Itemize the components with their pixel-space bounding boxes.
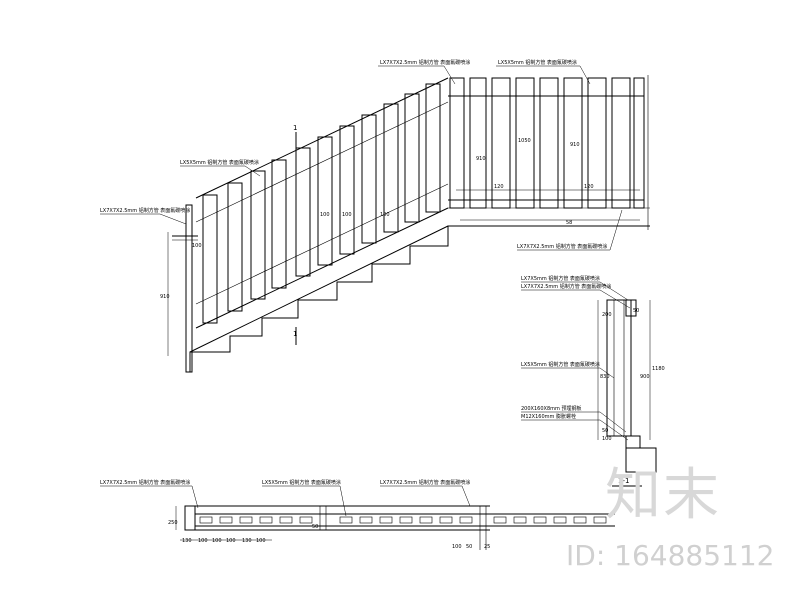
plan-dim-1: 130: [182, 538, 192, 544]
dim-post-w: 100: [192, 243, 202, 249]
handrail-top-line: [195, 77, 449, 199]
note-sec-top2: LX7X7X2.5mm 铝制方管 表面氟碳喷涂: [521, 283, 611, 290]
stair-slope: [189, 225, 449, 353]
note-sec-low2: M12X160mm 膨胀螺栓: [521, 413, 576, 420]
leader-rail-mid: [496, 65, 591, 85]
leader-rail-left: [180, 165, 261, 177]
section-title: 1-1: [618, 477, 629, 485]
left-post: [185, 204, 193, 373]
plan-dim-3: 100: [212, 538, 222, 544]
handrail-bottom-line: [195, 207, 449, 329]
section-base-block: [625, 435, 641, 449]
note-plan-left: LX7X7X2.5mm 铝制方管 表面氟碳喷涂: [100, 479, 190, 486]
sec-dim-a: 50: [633, 308, 639, 314]
dim-panel-h2: 1050: [518, 138, 531, 144]
plan-dim-6: 100: [256, 538, 266, 544]
leader-sec-top2: [521, 289, 631, 309]
leader-sec-low1: [521, 411, 627, 433]
stair-step-profile: [189, 225, 650, 372]
plan-dim-8: 50: [466, 544, 472, 550]
handrail-low-line: [195, 183, 449, 305]
sec-dim-f: 100: [602, 436, 612, 442]
dim-gap1: 120: [494, 184, 504, 190]
sloped-panels: [202, 83, 441, 324]
leader-sec-top1: [521, 281, 629, 301]
section-1-1: LX7X5mm 铝制方管 表面氟碳喷涂 LX7X7X2.5mm 铝制方管 表面氟…: [521, 275, 665, 487]
plan-dim-9: 50: [312, 524, 318, 530]
dim-panel-h3: 910: [570, 142, 580, 148]
flat-panels: [449, 77, 645, 209]
sec-dim-e: 1180: [652, 366, 665, 372]
plan-left-end: [184, 505, 196, 531]
leader-handrail-top: [378, 65, 456, 85]
note-handrail-top: LX7X7X2.5mm 铝制方管 表面氟碳喷涂: [380, 59, 470, 66]
note-plan-mid: LX5X5mm 铝制方管 表面氟碳喷涂: [262, 479, 341, 486]
cut-label-bottom: 1: [293, 330, 297, 338]
watermark-logo: 知末: [605, 463, 721, 528]
section-slab: [625, 447, 657, 473]
dim-spacing-b: 100: [342, 212, 352, 218]
stair-elevation: LX7X7X2.5mm 铝制方管 表面氟碳喷涂 LX5X5mm 铝制方管 表面氟…: [100, 59, 650, 373]
sec-dim-d: 900: [640, 374, 650, 380]
note-post-left: LX7X7X2.5mm 铝制方管 表面氟碳喷涂: [100, 207, 190, 214]
dim-bottom-run: 58: [566, 220, 572, 226]
plan-dim-2: 100: [198, 538, 208, 544]
leader-plan-right: [380, 485, 471, 507]
note-sec-low1: 200X160X8mm 预埋钢板: [521, 405, 581, 412]
dim-spacing-c: 100: [380, 212, 390, 218]
note-rail-mid: LX5X5mm 铝制方管 表面氟碳喷涂: [498, 59, 577, 66]
plan-dim-5: 130: [242, 538, 252, 544]
plan-view: LX7X7X2.5mm 铝制方管 表面氟碳喷涂 LX5X5mm 铝制方管 表面氟…: [100, 479, 615, 550]
dim-panel-h: 910: [476, 156, 486, 162]
plan-dim-10: 25: [484, 544, 490, 550]
sec-dim-g: 50: [602, 428, 608, 434]
leader-bottom-right: [517, 209, 623, 251]
note-bottom-right: LX7X7X2.5mm 铝制方管 表面氟碳喷涂: [517, 243, 607, 250]
section-top-cap: [625, 299, 637, 317]
plan-dim-7: 100: [452, 544, 462, 550]
plan-dim-w: 250: [168, 520, 178, 526]
sec-dim-b: 200: [602, 312, 612, 318]
dim-stair-h: 910: [160, 294, 170, 300]
section-post: [606, 299, 632, 437]
note-plan-right: LX7X7X2.5mm 铝制方管 表面氟碳喷涂: [380, 479, 470, 486]
leader-sec-mid: [521, 367, 615, 379]
watermark-id: ID: 164885112: [566, 539, 775, 572]
leader-plan-mid: [262, 485, 347, 517]
note-sec-top1: LX7X5mm 铝制方管 表面氟碳喷涂: [521, 275, 600, 282]
leader-post-left: [100, 213, 187, 225]
note-rail-left-upper: LX5X5mm 铝制方管 表面氟碳喷涂: [180, 159, 259, 166]
leader-sec-low2: [521, 419, 629, 441]
plan-dim-4: 100: [226, 538, 236, 544]
dim-spacing-a: 100: [320, 212, 330, 218]
dim-gap2: 120: [584, 184, 594, 190]
cut-label-top: 1: [293, 124, 297, 132]
plan-balusters: [199, 516, 607, 524]
leader-plan-left: [100, 485, 199, 509]
handrail-mid-line: [195, 101, 449, 223]
sec-dim-c: 830: [600, 374, 610, 380]
note-sec-mid: LX5X5mm 铝制方管 表面氟碳喷涂: [521, 361, 600, 368]
